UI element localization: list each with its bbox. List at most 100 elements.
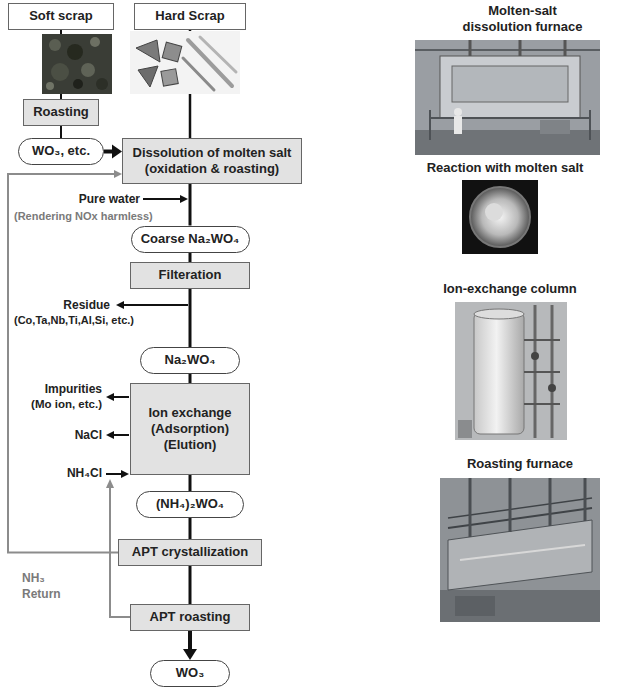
stream-label: NH₄Cl [0,466,102,480]
molten-salt-reaction-photo-part [462,180,538,254]
roasting-furnace-photo-part [469,478,472,537]
hard-scrap-photo-part [200,37,236,72]
photo-caption: Molten-salt dissolution furnace [455,3,590,34]
product-pill: Coarse Na₂WO₄ [131,226,250,253]
connector-line [189,475,192,491]
roasting-furnace-photo [440,478,600,622]
soft-scrap-photo-part [67,44,83,60]
process-box: APT crystallization [118,539,262,566]
connector-line [189,566,192,604]
furnace-photo-part [454,108,462,116]
photo-caption: Ion-exchange column [430,281,590,297]
hard-scrap-photo-part [183,58,214,90]
soft-scrap-photo-part [81,63,95,77]
connector-line [189,518,192,539]
node-title: Ion exchange [148,405,231,421]
node-title: Coarse Na₂WO₄ [141,231,240,247]
flow-connector [190,184,191,226]
roasting-furnace-photo-part [455,596,495,616]
furnace-photo-part [454,116,462,134]
arrow-head [112,145,122,159]
ion-exchange-column-photo-part [524,339,560,341]
side-stream-arrows-part [180,195,188,203]
flow-connector [104,145,122,159]
stream-label: NH₃ [22,571,82,585]
scrap-header-box: Hard Scrap [134,3,246,30]
side-stream-arrows-part [123,304,188,306]
furnace-photo [415,40,600,155]
ion-exchange-column-photo-part [531,352,539,360]
roasting-furnace-photo-part [440,590,600,622]
stream-label: Return [22,587,82,601]
molten-salt-reaction-photo-part [470,187,530,247]
side-stream-arrows-part [121,470,129,478]
ion-exchange-column-photo-part [455,302,567,440]
molten-salt-reaction-photo-part [485,203,503,221]
flow-connector [190,253,191,263]
side-stream-arrows-part [106,473,122,475]
soft-scrap-photo-part [73,79,83,89]
furnace-photo-part [415,40,600,155]
ion-exchange-column-photo-part [524,403,560,405]
soft-scrap-photo-part [51,63,69,81]
furnace-photo-part [519,40,522,56]
flow-connector [190,289,191,347]
hard-scrap-photo-part [161,69,178,86]
scrap-header-box: Soft scrap [8,3,114,30]
hard-scrap-photo-part [162,42,182,62]
side-stream-arrows-part [106,431,114,439]
process-box: Ion exchange(Adsorption)(Elution) [130,383,250,475]
connector-line [189,289,192,347]
flow-connector [8,170,122,553]
furnace-photo-part [469,40,472,56]
hard-scrap-photo-part [136,40,160,62]
roasting-furnace-photo-part [549,478,552,526]
stream-label: (Co,Ta,Nb,Ti,Al,Si, etc.) [14,314,186,327]
molten-salt-reaction-photo [462,180,538,254]
furnace-photo-part [452,66,568,102]
stream-label: Residue [10,298,110,312]
node-subtitle: (Elution) [164,437,217,453]
side-stream-arrows-part [143,198,181,200]
node-title: Roasting [33,104,89,120]
process-box: APT roasting [130,604,250,631]
stream-label: Pure water [40,192,140,206]
node-title: Soft scrap [29,8,93,24]
furnace-photo-part [415,130,600,155]
connector-line [60,126,62,138]
arrow-head [183,649,197,660]
node-title: WO₃, etc. [32,143,90,159]
connector-line [189,374,192,383]
soft-scrap-photo-part [90,37,100,47]
product-pill: Na₂WO₄ [140,347,240,374]
roasting-furnace-photo-part [460,545,585,560]
node-subtitle: (Adsorption) [151,421,229,437]
soft-scrap-photo-part [49,39,61,51]
product-pill: (NH₄)₂WO₄ [136,491,244,518]
process-box: Roasting [23,99,99,126]
furnace-photo-part [540,120,570,134]
stream-label: (Rendering NOx harmless) [14,210,186,223]
ion-exchange-column-photo [455,302,567,440]
soft-scrap-photo-part [42,34,112,94]
flow-connector [183,631,197,660]
side-stream-arrows-part [116,301,124,309]
ion-exchange-column-photo-part [524,371,560,373]
stream-label: Impurities [0,382,102,396]
stream-label: (Mo ion, etc.) [0,398,102,412]
node-subtitle: (oxidation & roasting) [145,161,279,177]
flow-connector [190,475,191,491]
node-title: Dissolution of molten salt [133,145,292,161]
hard-scrap-photo [130,31,240,94]
nh3-return-line-part [106,479,114,488]
connector-line [189,184,192,226]
furnace-photo-part [564,40,567,56]
roasting-furnace-photo-part [509,478,512,532]
soft-scrap-photo [42,34,112,94]
node-title: Na₂WO₄ [165,352,216,368]
furnace-photo-part [429,110,431,140]
node-title: (NH₄)₂WO₄ [156,496,224,512]
furnace-photo-part [415,49,600,51]
photo-caption: Reaction with molten salt [410,160,600,176]
node-title: Filteration [159,267,222,283]
